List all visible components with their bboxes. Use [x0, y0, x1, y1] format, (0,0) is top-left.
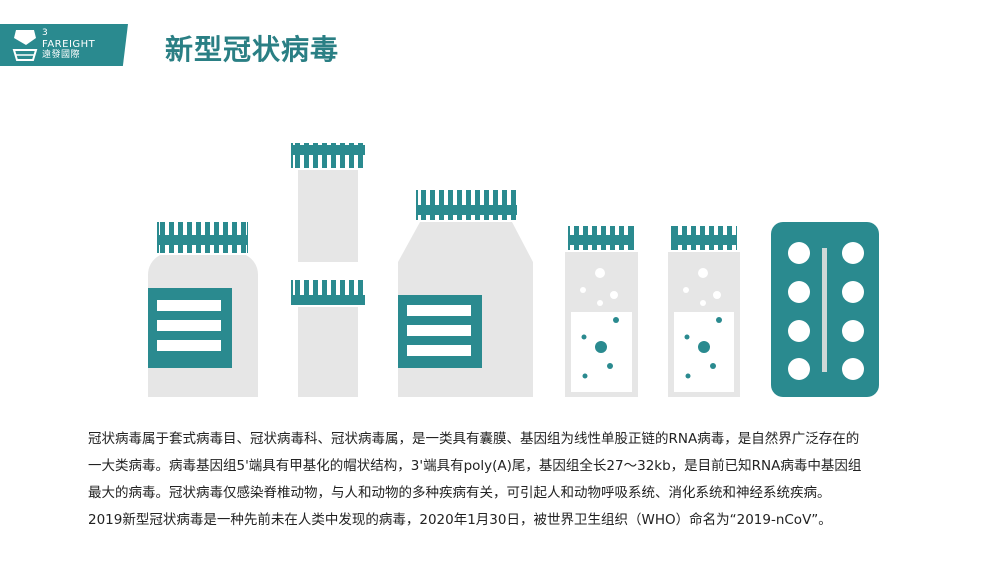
medicine-illustration: [148, 143, 879, 397]
logo-number: 3: [42, 28, 49, 38]
page-title: 新型冠状病毒: [165, 33, 340, 66]
description-paragraph: 冠状病毒属于套式病毒目、冠状病毒科、冠状病毒属，是一类具有囊膜、基因组为线性单股…: [88, 426, 938, 534]
paragraph-line: 一大类病毒。病毒基因组5'端具有甲基化的帽状结构，3'端具有poly(A)尾，基…: [88, 458, 862, 474]
logo-brand: FAREIGHT: [42, 39, 96, 50]
bottle-3-icon: [398, 190, 533, 397]
paragraph-line: 最大的病毒。冠状病毒仅感染脊椎动物，与人和动物的多种疾病有关，可引起人和动物呼吸…: [88, 485, 831, 501]
pill-blister-pack-icon: [771, 222, 879, 397]
logo-chinese: 遠發國際: [42, 50, 81, 60]
paragraph-line: 冠状病毒属于套式病毒目、冠状病毒科、冠状病毒属，是一类具有囊膜、基因组为线性单股…: [88, 431, 860, 447]
paragraph-line: 2019新型冠状病毒是一种先前未在人类中发现的病毒，2020年1月30日，被世界…: [88, 512, 832, 528]
vial-1-icon: [565, 226, 638, 397]
vial-2-icon: [668, 226, 740, 397]
logo-emblem-icon: [12, 30, 38, 61]
bottle-1-icon: [148, 222, 258, 397]
bottle-2-icon: [291, 143, 365, 397]
company-logo: 3 FAREIGHT 遠發國際: [0, 24, 128, 66]
